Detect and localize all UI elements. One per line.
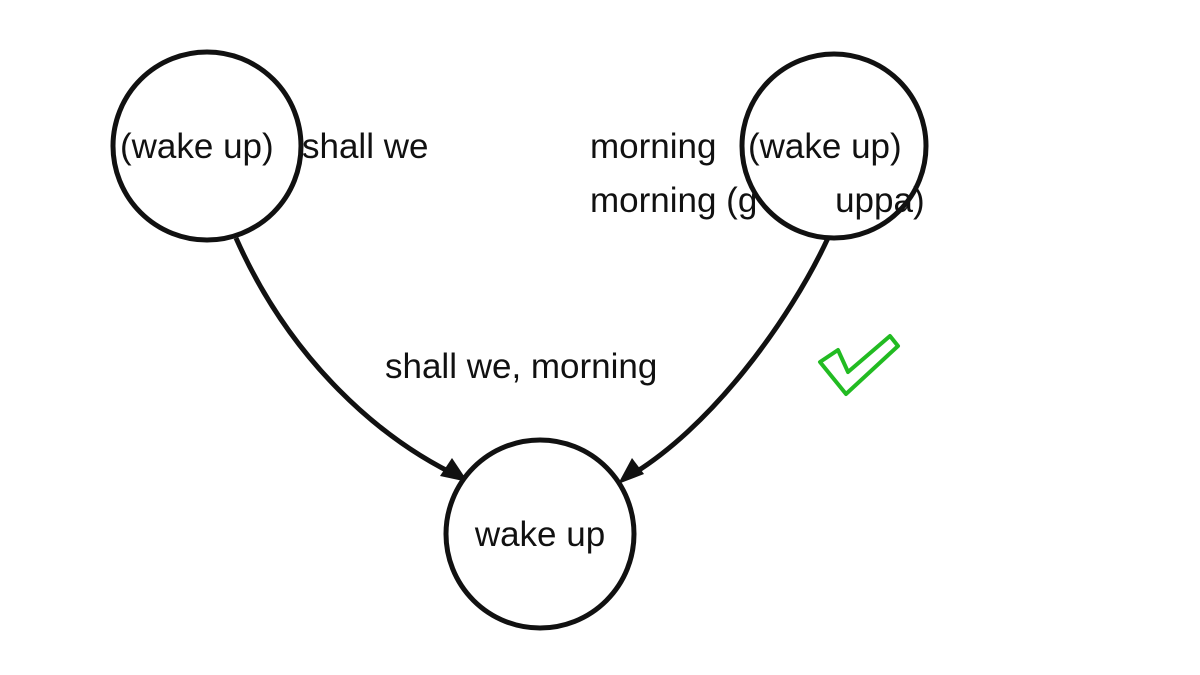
node-right-circle (739, 51, 929, 241)
node-right-label: (wake up) (748, 127, 902, 166)
node-left: (wake up) (110, 49, 304, 243)
node-right (739, 51, 929, 241)
node-bottom-label: wake up (474, 515, 605, 554)
edge-right-arrowhead (618, 458, 644, 484)
node-bottom-circle (443, 437, 637, 631)
edge-left-arrowhead (440, 458, 468, 482)
node-bottom: wake up (443, 437, 637, 631)
right-node-text-line1-prefix: morning (590, 127, 716, 166)
edge-left-to-bottom (233, 236, 464, 481)
node-left-circle (110, 49, 304, 243)
edge-right-to-bottom (624, 236, 831, 481)
edge-label: shall we, morning (385, 347, 657, 386)
checkmark-icon (818, 334, 900, 396)
node-left-label: (wake up) (120, 127, 274, 166)
node-left-trailing-text: shall we (302, 127, 428, 166)
